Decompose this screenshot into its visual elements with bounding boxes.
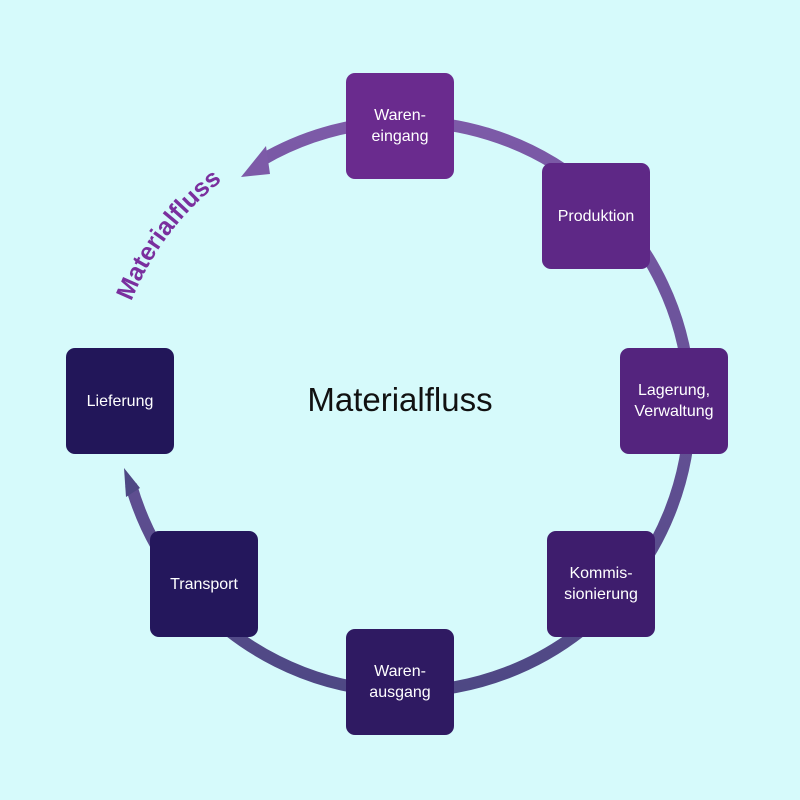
node-produktion: Produktion <box>542 163 650 269</box>
node-label: Waren- eingang <box>371 107 429 145</box>
diagram-title: Materialfluss <box>307 381 493 418</box>
node-label: Lagerung, Verwaltung <box>634 382 714 420</box>
node-transport: Transport <box>150 531 258 637</box>
node-label: Waren- ausgang <box>369 663 431 701</box>
flow-arrow-tail-bottom <box>124 468 140 497</box>
arc-label: Materialfluss <box>111 164 226 304</box>
node-kommissionierung: Kommis- sionierung <box>547 531 655 637</box>
node-warenausgang: Waren- ausgang <box>346 629 454 735</box>
flow-arrow-head-top <box>241 146 270 177</box>
node-lagerung-verwaltung: Lagerung, Verwaltung <box>620 348 728 454</box>
node-label: Kommis- sionierung <box>564 565 638 603</box>
node-label: Lieferung <box>86 392 154 410</box>
node-wareneingang: Waren- eingang <box>346 73 454 179</box>
node-lieferung: Lieferung <box>66 348 174 454</box>
node-label: Produktion <box>557 207 635 225</box>
flow-ring-arc <box>125 115 696 698</box>
node-label: Transport <box>170 575 238 593</box>
